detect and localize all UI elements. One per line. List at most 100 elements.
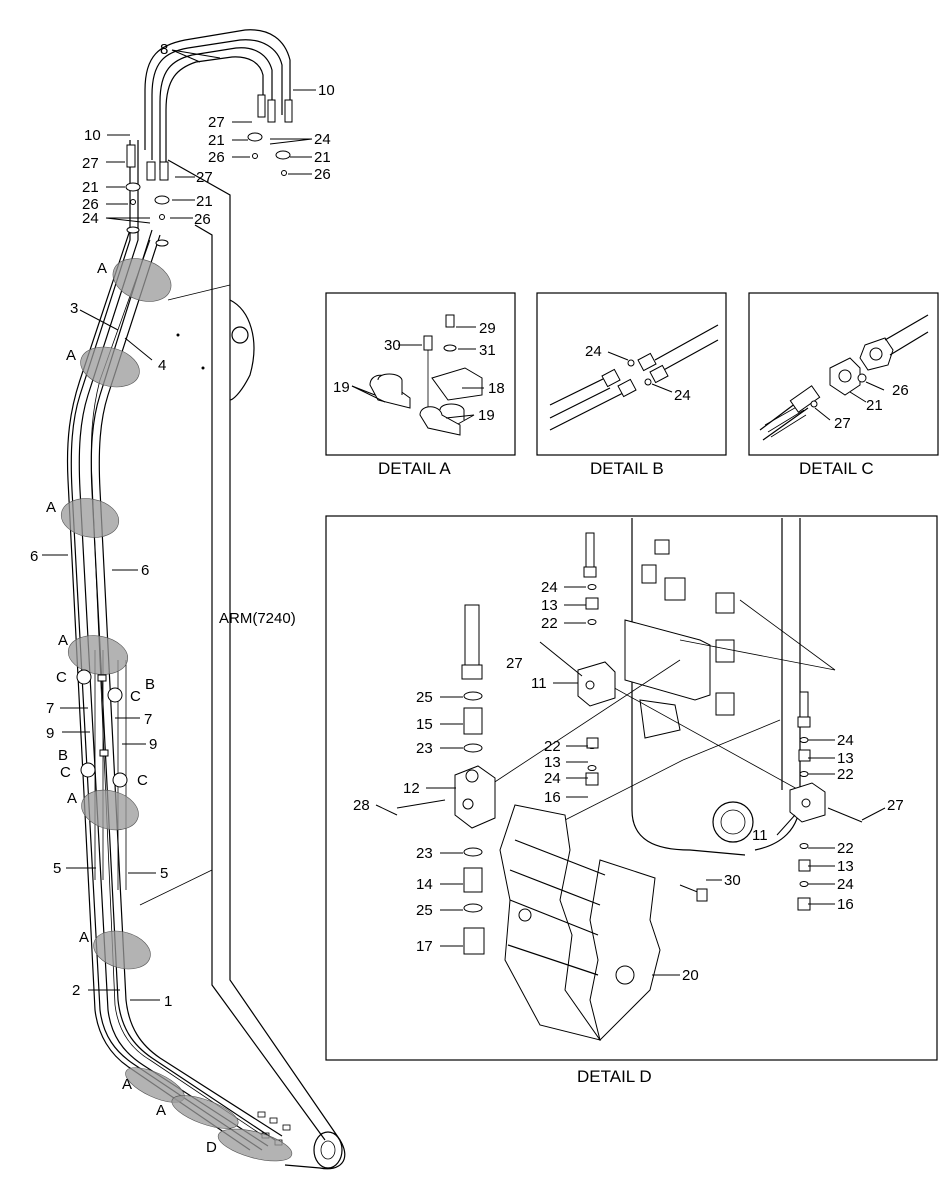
detail-c-caption: DETAIL C (799, 459, 874, 478)
callout-21: 21 (82, 179, 99, 196)
section-b: B (145, 676, 155, 693)
detail-c-callout-27: 27 (834, 415, 851, 432)
detail-d-callout-25: 25 (416, 902, 433, 919)
leader-lines (42, 49, 316, 1001)
detail-d-panel (325, 515, 938, 1061)
callout-24: 24 (82, 210, 99, 227)
callout-21: 21 (208, 132, 225, 149)
detail-b-callout-24: 24 (585, 343, 602, 360)
arm-model-label: ARM(7240) (219, 610, 296, 627)
detail-d-callout-11: 11 (752, 827, 768, 844)
detail-d-callout-13: 13 (837, 858, 854, 875)
detail-d-callout-20: 20 (682, 967, 699, 984)
pipe-routing (70, 29, 291, 1151)
detail-b-panel (536, 292, 727, 456)
callout-5: 5 (160, 865, 168, 882)
callout-26: 26 (82, 196, 99, 213)
detail-d-callout-14: 14 (416, 876, 433, 893)
detail-d-callout-13: 13 (541, 597, 558, 614)
detail-d-callout-24: 24 (837, 876, 854, 893)
callout-5: 5 (53, 860, 61, 877)
callout-9: 9 (149, 736, 157, 753)
callout-3: 3 (70, 300, 78, 317)
detail-a-callout-30: 30 (384, 337, 401, 354)
section-a: A (156, 1102, 166, 1119)
callout-27: 27 (208, 114, 225, 131)
detail-d-callout-25: 25 (416, 689, 433, 706)
callout-7: 7 (144, 711, 152, 728)
section-c: C (56, 669, 67, 686)
detail-d-callout-24: 24 (837, 732, 854, 749)
callout-7: 7 (46, 700, 54, 717)
detail-a-callout-29: 29 (479, 320, 496, 337)
detail-d-leaders (375, 586, 886, 976)
section-a: A (67, 790, 77, 807)
detail-d-callout-24: 24 (541, 579, 558, 596)
callout-1: 1 (164, 993, 172, 1010)
callout-10: 10 (84, 127, 101, 144)
detail-d-callout-23: 23 (416, 740, 433, 757)
detail-d-callout-16: 16 (544, 789, 561, 806)
detail-d-callout-15: 15 (416, 716, 433, 733)
detail-c-callout-26: 26 (892, 382, 909, 399)
detail-d-callout-16: 16 (837, 896, 854, 913)
detail-a-callout-31: 31 (479, 342, 496, 359)
callout-26: 26 (314, 166, 331, 183)
detail-d-callout-13: 13 (544, 754, 561, 771)
arm-body (66, 159, 346, 1170)
section-a: A (79, 929, 89, 946)
detail-a-callout-19: 19 (333, 379, 350, 396)
section-a: A (58, 632, 68, 649)
detail-a-callout-18: 18 (488, 380, 505, 397)
callout-2: 2 (72, 982, 80, 999)
callout-6: 6 (141, 562, 149, 579)
detail-d-callout-27: 27 (887, 797, 904, 814)
section-a: A (46, 499, 56, 516)
callout-9: 9 (46, 725, 54, 742)
section-a: A (97, 260, 107, 277)
detail-d-callout-17: 17 (416, 938, 433, 955)
callout-4: 4 (158, 357, 166, 374)
detail-d-callout-27: 27 (506, 655, 523, 672)
section-d: D (206, 1139, 217, 1156)
callout-21: 21 (314, 149, 331, 166)
section-c: C (137, 772, 148, 789)
callout-6: 6 (30, 548, 38, 565)
callout-21: 21 (196, 193, 213, 210)
section-c: C (60, 764, 71, 781)
top-fittings (125, 94, 293, 247)
detail-a-panel (325, 292, 516, 456)
section-c: C (130, 688, 141, 705)
detail-d-callout-11: 11 (531, 675, 547, 692)
detail-d-callout-28: 28 (353, 797, 370, 814)
detail-c-callout-21: 21 (866, 397, 883, 414)
detail-b-caption: DETAIL B (590, 459, 664, 478)
detail-d-labels: 24 13 22 27 11 25 15 23 22 13 24 16 12 2… (353, 579, 904, 984)
section-b: B (58, 747, 68, 764)
callout-26: 26 (208, 149, 225, 166)
callout-24: 24 (314, 131, 331, 148)
detail-d-callout-13: 13 (837, 750, 854, 767)
callout-27: 27 (196, 169, 213, 186)
clamp-locations (60, 258, 293, 1162)
detail-d-callout-22: 22 (541, 615, 558, 632)
detail-a-caption: DETAIL A (378, 459, 451, 478)
detail-b-callout-24: 24 (674, 387, 691, 404)
detail-d-caption: DETAIL D (577, 1067, 652, 1086)
callout-26: 26 (194, 211, 211, 228)
detail-c-panel (748, 292, 939, 456)
detail-d-callout-22: 22 (544, 738, 561, 755)
detail-d-callout-22: 22 (837, 766, 854, 783)
detail-d-callout-12: 12 (403, 780, 420, 797)
section-a: A (122, 1076, 132, 1093)
detail-d-callout-22: 22 (837, 840, 854, 857)
detail-d-callout-24: 24 (544, 770, 561, 787)
callout-8: 8 (160, 41, 168, 58)
detail-d-callout-23: 23 (416, 845, 433, 862)
section-a: A (66, 347, 76, 364)
callout-27: 27 (82, 155, 99, 172)
detail-a-callout-19: 19 (478, 407, 495, 424)
detail-d-callout-30: 30 (724, 872, 741, 889)
callout-10: 10 (318, 82, 335, 99)
